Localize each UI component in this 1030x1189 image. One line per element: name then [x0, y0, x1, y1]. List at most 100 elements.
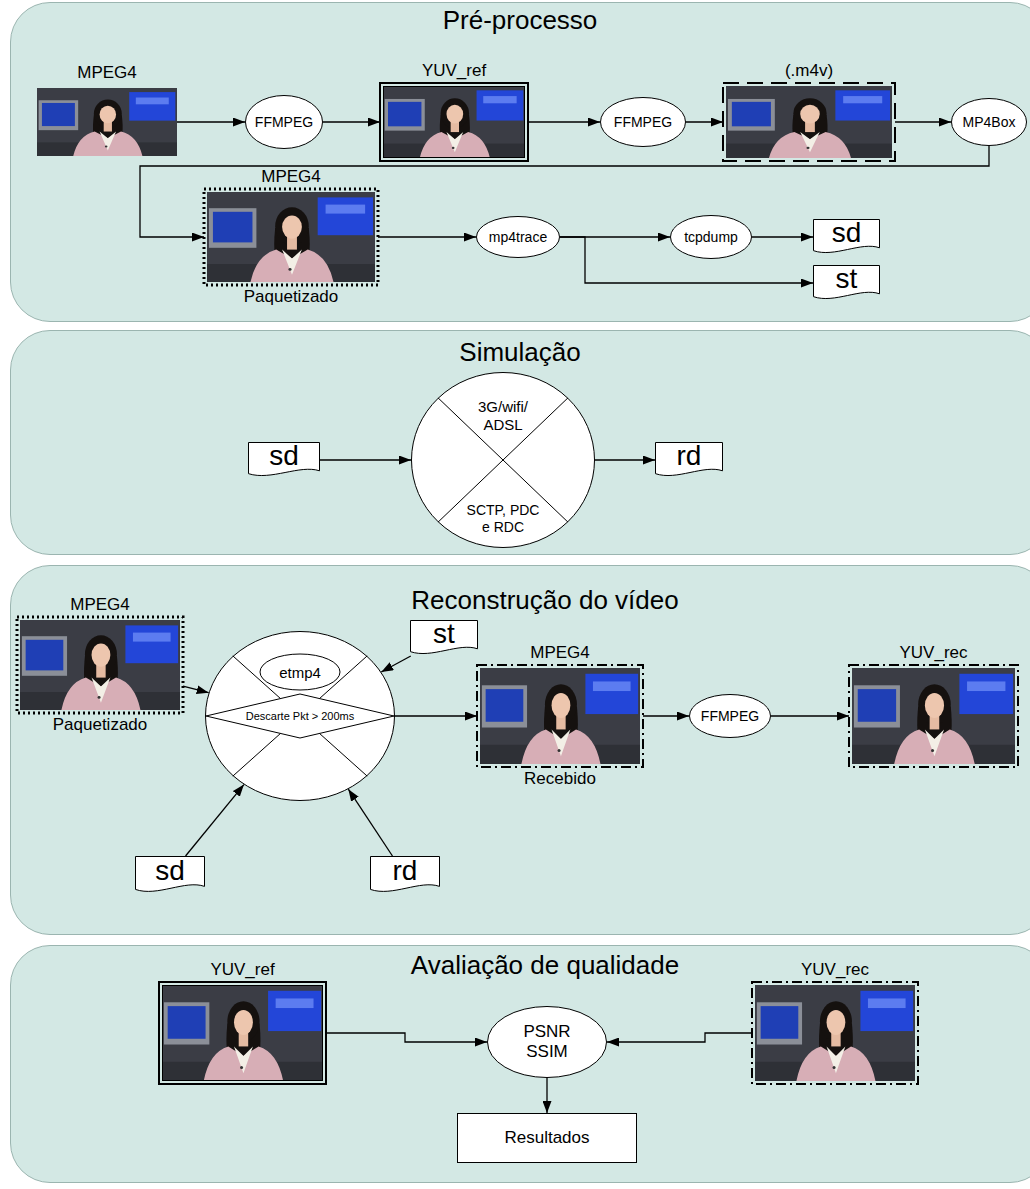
text-slot: Reconstrução do vídeo [245, 583, 845, 617]
document-label: rd [393, 857, 418, 885]
reconstruction-label: Descarte Pkt > 200ms [246, 710, 355, 722]
network-circle: 3G/wifi/ ADSLSCTP, PDC e RDC [411, 372, 595, 548]
flow-arrow [595, 459, 655, 460]
band-panel: Avaliação de qualidadeYUV_refPSNR SSIMYU… [10, 945, 1030, 1183]
ellipse-outline [952, 99, 1027, 146]
band-title: Pré-processo [443, 3, 598, 37]
flow-arrow [771, 715, 849, 716]
video-still [162, 985, 323, 1081]
text-slot: (.m4v) [646, 61, 972, 81]
video-still [726, 86, 892, 158]
process-ellipse: PSNR SSIM [487, 1006, 607, 1078]
video-frame-outline [755, 985, 915, 1081]
text-slot: rd [370, 856, 440, 886]
document-label: st [836, 265, 858, 293]
process-label: mp4trace [489, 229, 547, 245]
text-slot: tcpdump [670, 215, 752, 259]
process-label: tcpdump [684, 229, 738, 245]
text-slot: Paquetizado [127, 287, 455, 307]
reconstruction-label: etmp4 [279, 664, 321, 681]
video-frame: YUV_rec [755, 985, 915, 1081]
flow-arrow [560, 237, 813, 283]
trace-document: sd [135, 856, 205, 894]
document-outline [656, 443, 723, 476]
frame-border [723, 83, 895, 161]
process-label: PSNR SSIM [512, 1022, 582, 1062]
process-ellipse: FFMPEG [689, 694, 771, 738]
frame-border [384, 87, 525, 158]
band-panel: Pré-processoMPEG4 FFMPEG YUV_refFFMPEG (.m4… [10, 2, 1030, 322]
document-outline [814, 220, 880, 253]
document-outline [249, 443, 320, 476]
frame-border [849, 665, 1018, 767]
document-label: sd [832, 219, 862, 247]
frame-caption: MPEG4 [530, 643, 590, 663]
flow-arrow [378, 236, 476, 237]
flow-arrow [607, 1033, 752, 1042]
video-frame-outline [383, 86, 525, 158]
video-frame-outline [162, 985, 323, 1081]
flow-arrow [546, 1078, 547, 1113]
text-slot: sd [248, 442, 320, 471]
flow-arrow [320, 459, 411, 460]
flow-arrow [643, 715, 689, 716]
flow-arrow [560, 236, 670, 237]
band-title: Simulação [459, 335, 580, 369]
text-slot: FFMPEG [689, 694, 771, 738]
frame-caption: (.m4v) [785, 61, 833, 81]
band-panel: Reconstrução do vídeoMPEG4Paquetizadoste… [10, 565, 1030, 935]
video-still [383, 86, 525, 158]
process-label: FFMPEG [255, 114, 313, 130]
video-frame: YUV_rec [852, 668, 1015, 764]
frame-caption: Paquetizado [244, 287, 339, 307]
flow-arrow [186, 785, 244, 856]
process-label: FFMPEG [614, 114, 672, 130]
frame-border [163, 986, 323, 1081]
video-frame: MPEG4 [37, 88, 177, 156]
flow-arrow [326, 1033, 487, 1042]
video-frame-outline [480, 668, 640, 764]
video-frame: YUV_ref [162, 985, 323, 1081]
ellipse-outline [477, 217, 560, 258]
text-slot: YUV_ref [303, 61, 605, 81]
video-still [755, 985, 915, 1081]
divider-line [320, 656, 368, 699]
flow-arrow [381, 656, 411, 672]
text-slot: Pré-processo [220, 3, 820, 37]
process-ellipse: FFMPEG [245, 95, 323, 149]
flow-arrow [140, 146, 989, 237]
frame-border [17, 617, 183, 713]
text-slot: Avaliação de qualidade [245, 948, 845, 982]
video-still [207, 192, 375, 282]
document-label: rd [677, 442, 702, 470]
process-label: FFMPEG [701, 708, 759, 724]
video-frame-outline [207, 192, 375, 282]
ellipse-outline [601, 98, 686, 147]
flow-arrow [348, 789, 392, 856]
frame-caption: YUV_rec [899, 643, 967, 663]
trace-document: st [813, 265, 880, 301]
text-slot: rd [655, 442, 723, 471]
document-outline [136, 857, 205, 892]
text-slot: YUV_rec [772, 643, 1030, 663]
text-slot: sd [135, 856, 205, 886]
video-frame: MPEG4Recebido [480, 668, 640, 764]
flow-arrow [323, 121, 380, 122]
frame-border [204, 189, 378, 285]
band-panel: Simulação sd 3G/wifi/ ADSLSCTP, PDC e RDC r… [10, 330, 1030, 555]
text-slot: FFMPEG [245, 95, 323, 149]
text-slot: MP4Box [951, 98, 1027, 146]
text-slot: MPEG4 [0, 63, 257, 83]
video-frame-outline [37, 88, 177, 156]
frame-caption: YUV_ref [210, 960, 274, 980]
band-title: Avaliação de qualidade [411, 948, 679, 982]
frame-caption: YUV_ref [422, 61, 486, 81]
process-ellipse: MP4Box [951, 98, 1027, 146]
text-slot: FFMPEG [600, 97, 686, 147]
text-slot: st [813, 265, 880, 294]
frame-caption: MPEG4 [70, 595, 130, 615]
band-title: Reconstrução do vídeo [411, 583, 678, 617]
text-slot: Simulação [220, 335, 820, 369]
process-ellipse: tcpdump [670, 215, 752, 259]
document-outline [411, 621, 478, 654]
